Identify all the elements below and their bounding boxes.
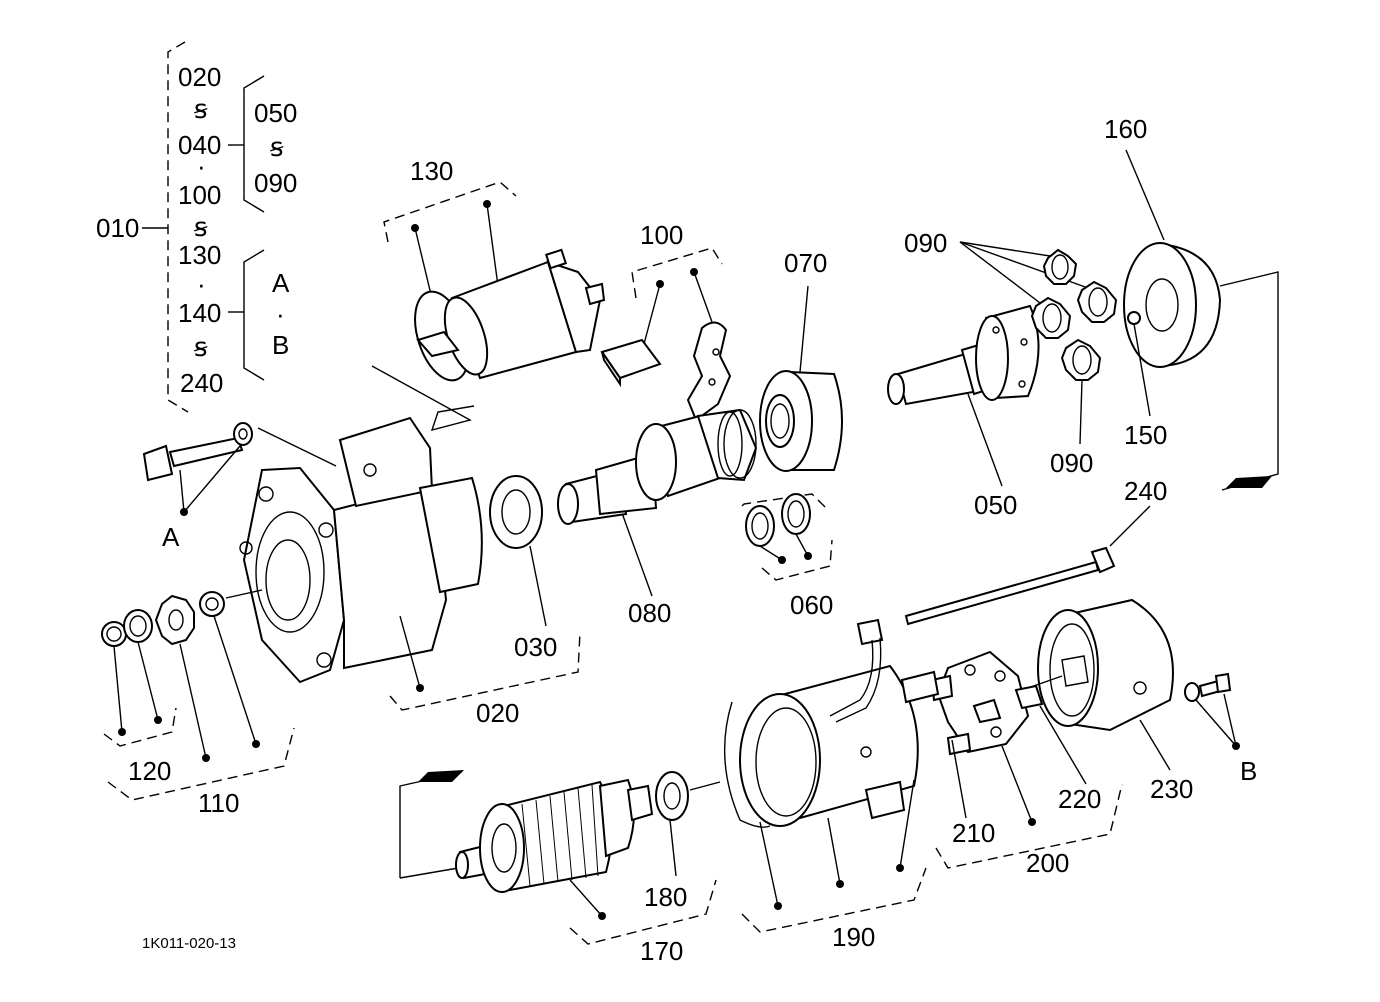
yoke-190: 190 xyxy=(723,618,940,952)
ref-B: B xyxy=(1240,756,1257,786)
planet-gears-090: 090 090 xyxy=(904,228,1118,478)
bearing-030: 030 xyxy=(489,475,557,662)
clutch-cup-070: 070 xyxy=(759,248,843,472)
planetary-shaft-050: 050 xyxy=(887,304,1040,520)
through-bolt-240: 240 xyxy=(904,476,1167,626)
legend-dot-1: · xyxy=(197,151,206,181)
callout-150: 150 xyxy=(1124,420,1167,450)
legend-B: B xyxy=(272,330,289,360)
callout-090-top: 090 xyxy=(904,228,947,258)
legend-range-mark-3: ꞩ xyxy=(194,332,208,362)
solenoid-130: 130 xyxy=(371,156,606,432)
legend-130: 130 xyxy=(178,240,221,270)
callout-190: 190 xyxy=(832,922,875,952)
legend-040: 040 xyxy=(178,130,221,160)
figure-id: 1K011-020-13 xyxy=(142,935,236,952)
legend-dot-2: · xyxy=(197,269,206,299)
callout-210: 210 xyxy=(952,818,995,848)
rear-cover-230: 230 B xyxy=(1037,598,1257,804)
callout-020: 020 xyxy=(476,698,519,728)
legend-240: 240 xyxy=(180,368,223,398)
drive-assembly-080: 080 xyxy=(557,408,758,628)
brush-holder-200: 210 220 200 xyxy=(930,650,1123,878)
washers-060: 060 xyxy=(741,493,833,620)
legend-100: 100 xyxy=(178,180,221,210)
callout-090-bottom: 090 xyxy=(1050,448,1093,478)
callout-130: 130 xyxy=(410,156,453,186)
legend-range-mark-4: ꞩ xyxy=(270,132,284,162)
ref-A: A xyxy=(162,522,180,552)
callout-030: 030 xyxy=(514,632,557,662)
callout-170: 170 xyxy=(640,936,683,966)
callout-160: 160 xyxy=(1104,114,1147,144)
callout-110: 110 xyxy=(198,788,239,818)
callout-080: 080 xyxy=(628,598,671,628)
bolt-A: A xyxy=(142,422,337,552)
callout-050: 050 xyxy=(974,490,1017,520)
legend-A: A xyxy=(272,268,290,298)
legend-020: 020 xyxy=(178,62,221,92)
legend-range-mark-1: ꞩ xyxy=(194,94,208,124)
legend-140: 140 xyxy=(178,298,221,328)
legend-tree: 010 020 ꞩ 040 · 100 ꞩ 130 · 140 ꞩ 240 05… xyxy=(96,41,297,413)
drive-housing-020: 020 xyxy=(239,416,581,728)
bearing-180: 180 xyxy=(644,771,721,912)
legend-range-mark-2: ꞩ xyxy=(194,212,208,242)
legend-dot-3: · xyxy=(276,299,285,329)
callout-220: 220 xyxy=(1058,784,1101,814)
callout-060: 060 xyxy=(790,590,833,620)
legend-050: 050 xyxy=(254,98,297,128)
callout-200: 200 xyxy=(1026,848,1069,878)
shift-lever-100: 100 xyxy=(600,220,732,422)
callout-230: 230 xyxy=(1150,774,1193,804)
callout-120: 120 xyxy=(128,756,171,786)
pinion-stop-parts-110: 120 110 xyxy=(101,589,295,818)
legend-090: 090 xyxy=(254,168,297,198)
callout-100: 100 xyxy=(640,220,683,250)
gear-plate-160: 160 150 xyxy=(1104,114,1279,491)
armature-170: 170 xyxy=(399,770,717,966)
callout-070: 070 xyxy=(784,248,827,278)
callout-180: 180 xyxy=(644,882,687,912)
callout-240: 240 xyxy=(1124,476,1167,506)
callout-010: 010 xyxy=(96,213,139,243)
